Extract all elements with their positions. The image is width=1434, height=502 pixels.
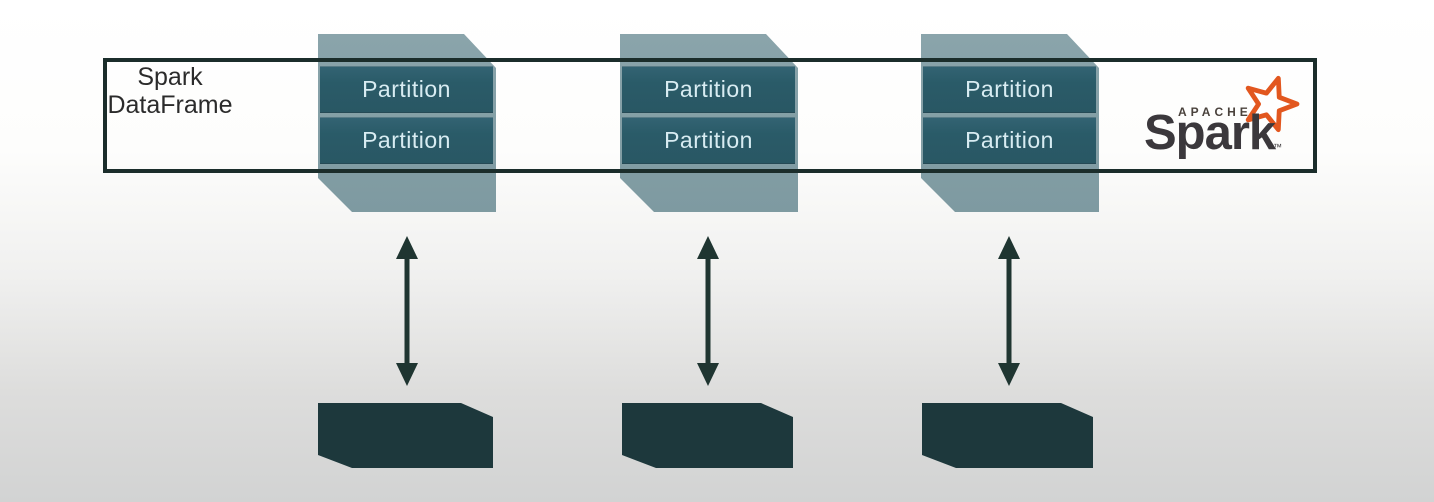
apache-wordmark: APACHE	[1178, 105, 1252, 119]
partition-label: Partition	[965, 76, 1054, 102]
storage-block	[318, 403, 493, 468]
spark-dataframe-label-line2: DataFrame	[107, 91, 233, 119]
double-arrow-icon	[998, 236, 1020, 386]
apache-spark-logo: APACHE Spark ™	[1140, 72, 1308, 164]
partition-block: Partition	[622, 66, 795, 113]
trademark-symbol: ™	[1273, 142, 1282, 152]
partition-label: Partition	[965, 127, 1054, 153]
partition-group: Partition Partition	[620, 34, 798, 212]
double-arrow-icon	[697, 236, 719, 386]
partition-label: Partition	[664, 76, 753, 102]
spark-star-icon	[1245, 75, 1300, 133]
partition-label: Partition	[664, 127, 753, 153]
partition-block: Partition	[923, 117, 1096, 164]
spark-wordmark: Spark	[1144, 106, 1276, 160]
spark-dataframe-label-line1: Spark	[137, 63, 203, 91]
partition-block: Partition	[320, 117, 493, 164]
partition-group: Partition Partition	[318, 34, 496, 212]
partition-block: Partition	[320, 66, 493, 113]
storage-block	[622, 403, 793, 468]
partition-label: Partition	[362, 76, 451, 102]
partition-block: Partition	[622, 117, 795, 164]
partition-group: Partition Partition	[921, 34, 1099, 212]
double-arrow-icon	[396, 236, 418, 386]
spark-dataframe-label: Spark DataFrame	[103, 63, 237, 119]
partition-label: Partition	[362, 127, 451, 153]
partition-block: Partition	[923, 66, 1096, 113]
storage-block	[922, 403, 1093, 468]
